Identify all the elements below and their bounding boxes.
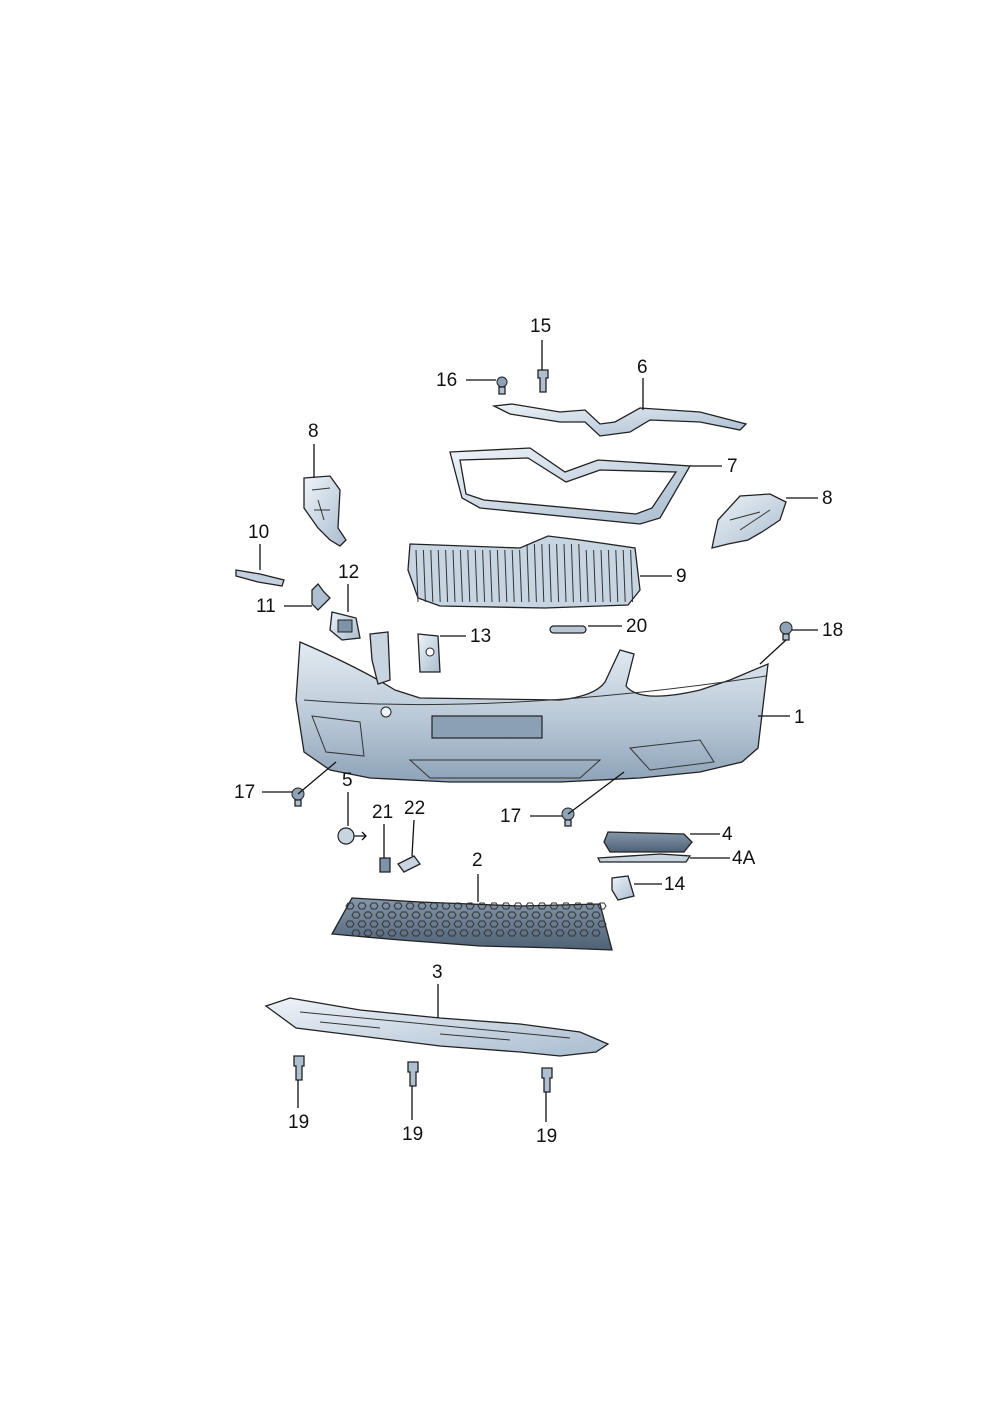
label-part-1: 1	[794, 707, 805, 728]
label-part-2: 2	[472, 850, 483, 871]
label-part-17-right: 17	[500, 806, 521, 827]
upper-trim-strip	[491, 403, 748, 437]
label-part-19-left: 19	[288, 1112, 309, 1133]
trim-strip-10	[235, 569, 285, 587]
label-part-12: 12	[338, 562, 359, 583]
clip-22	[397, 855, 421, 873]
label-part-4: 4	[722, 824, 733, 845]
label-part-11: 11	[256, 596, 276, 617]
label-part-17-left: 17	[234, 782, 255, 803]
label-part-20: 20	[626, 616, 647, 637]
lower-honeycomb-grille	[330, 897, 613, 951]
trim-4a	[596, 853, 692, 863]
label-part-10: 10	[248, 522, 269, 543]
label-part-18: 18	[822, 620, 843, 641]
clip-21	[379, 857, 391, 873]
fog-cover-4	[603, 831, 693, 853]
label-part-15: 15	[530, 316, 551, 337]
label-part-21: 21	[372, 802, 393, 823]
screw-16	[496, 376, 508, 395]
side-bracket-right	[711, 493, 787, 549]
label-part-3: 3	[432, 962, 443, 983]
screw-19-mid	[407, 1061, 419, 1087]
screw-19-left	[293, 1055, 305, 1081]
label-part-7: 7	[727, 456, 738, 477]
label-part-22: 22	[404, 798, 425, 819]
label-part-8-right: 8	[822, 488, 833, 509]
clip-5	[337, 827, 355, 845]
screw-19-right	[541, 1067, 553, 1093]
radiator-grille	[407, 535, 641, 609]
screw-15	[537, 369, 549, 393]
emblem-20	[549, 625, 587, 634]
label-part-19-right: 19	[536, 1126, 557, 1147]
grille-frame	[449, 447, 692, 525]
label-part-16: 16	[436, 370, 457, 391]
label-part-4a: 4A	[732, 848, 756, 869]
bracket-14	[611, 875, 635, 901]
label-part-5: 5	[342, 770, 353, 791]
label-part-13: 13	[470, 626, 491, 647]
label-part-9: 9	[676, 566, 687, 587]
label-part-6: 6	[637, 357, 648, 378]
lower-diffuser	[264, 997, 610, 1057]
label-part-8-left: 8	[308, 421, 319, 442]
label-part-14: 14	[664, 874, 686, 895]
bumper-cover	[295, 631, 769, 783]
screw-18	[779, 621, 793, 641]
label-part-19-mid: 19	[402, 1124, 423, 1145]
side-bracket-left	[303, 475, 347, 547]
clip-11	[311, 583, 331, 611]
leader-lines	[259, 340, 818, 1122]
